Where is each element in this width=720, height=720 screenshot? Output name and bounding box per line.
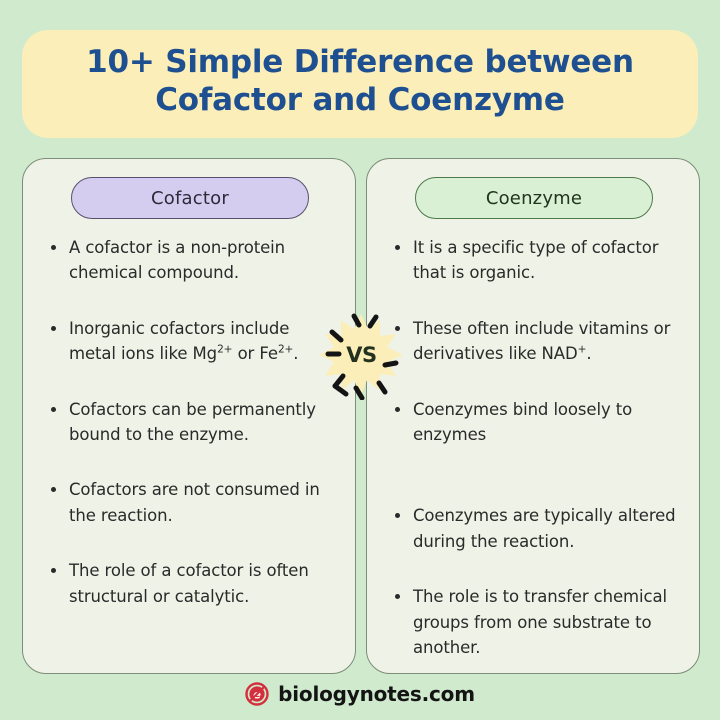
- bullet-text: Coenzymes are typically altered during t…: [413, 506, 676, 551]
- list-item: These often include vitamins or derivati…: [391, 316, 685, 367]
- bullet-text: Cofactors can be permanently bound to th…: [69, 399, 316, 445]
- list-item: The role is to transfer chemical groups …: [391, 584, 685, 660]
- column-heading-label: Cofactor: [151, 187, 229, 209]
- bullet-text: It is a specific type of cofactor that i…: [413, 238, 659, 283]
- bullet-text-prefix: These often include vitamins or derivati…: [413, 318, 671, 364]
- bullet-list-cofactor: A cofactor is a non-protein chemical com…: [47, 235, 341, 673]
- bullet-list-coenzyme: It is a specific type of cofactor that i…: [391, 235, 685, 673]
- column-heading-coenzyme: Coenzyme: [415, 177, 653, 219]
- page-title-line-2: Cofactor and Coenzyme: [155, 82, 565, 118]
- page-title: 10+ Simple Difference between Cofactor a…: [86, 44, 634, 120]
- list-item: Inorganic cofactors include metal ions l…: [47, 316, 341, 367]
- bullet-superscript-2: 2+: [277, 343, 294, 356]
- comparison-card-cofactor: Cofactor A cofactor is a non-protein che…: [22, 158, 356, 674]
- list-item: A cofactor is a non-protein chemical com…: [47, 235, 341, 286]
- footer: e biologynotes.com: [0, 677, 720, 711]
- versus-badge: VS: [318, 310, 404, 400]
- list-item: Cofactors can be permanently bound to th…: [47, 397, 341, 448]
- bullet-text: Cofactors are not consumed in the reacti…: [69, 480, 320, 525]
- comparison-area: Cofactor A cofactor is a non-protein che…: [0, 158, 720, 676]
- starburst-icon: [319, 313, 403, 400]
- comparison-card-coenzyme: Coenzyme It is a specific type of cofact…: [366, 158, 700, 674]
- column-heading-cofactor: Cofactor: [71, 177, 309, 219]
- bullet-text-suffix: .: [293, 344, 299, 364]
- list-item: Coenzymes bind loosely to enzymes: [391, 397, 685, 448]
- bullet-superscript-1: +: [577, 343, 587, 356]
- versus-label: VS: [346, 343, 377, 367]
- bullet-text-prefix: Inorganic cofactors include metal ions l…: [69, 318, 290, 364]
- bullet-text: The role is to transfer chemical groups …: [413, 587, 667, 658]
- biologynotes-logo-icon: e: [245, 682, 269, 706]
- bullet-text: The role of a cofactor is often structur…: [69, 561, 309, 606]
- column-heading-label: Coenzyme: [485, 187, 583, 209]
- bullet-text: A cofactor is a non-protein chemical com…: [69, 238, 285, 283]
- bullet-text-mid: or Fe: [232, 344, 278, 364]
- spark-lines: [325, 313, 399, 400]
- footer-site-name: biologynotes.com: [278, 682, 475, 706]
- bullet-superscript-1: 2+: [217, 343, 233, 356]
- list-item: Cofactors are not consumed in the reacti…: [47, 477, 341, 528]
- list-item: It is a specific type of cofactor that i…: [391, 235, 685, 286]
- page-title-line-1: 10+ Simple Difference between: [86, 44, 634, 81]
- title-banner: 10+ Simple Difference between Cofactor a…: [22, 30, 698, 138]
- bullet-text-suffix: .: [586, 344, 592, 364]
- list-item: The role of a cofactor is often structur…: [47, 558, 341, 609]
- bullet-text: Coenzymes bind loosely to enzymes: [413, 399, 633, 445]
- list-item: Coenzymes are typically altered during t…: [391, 503, 685, 554]
